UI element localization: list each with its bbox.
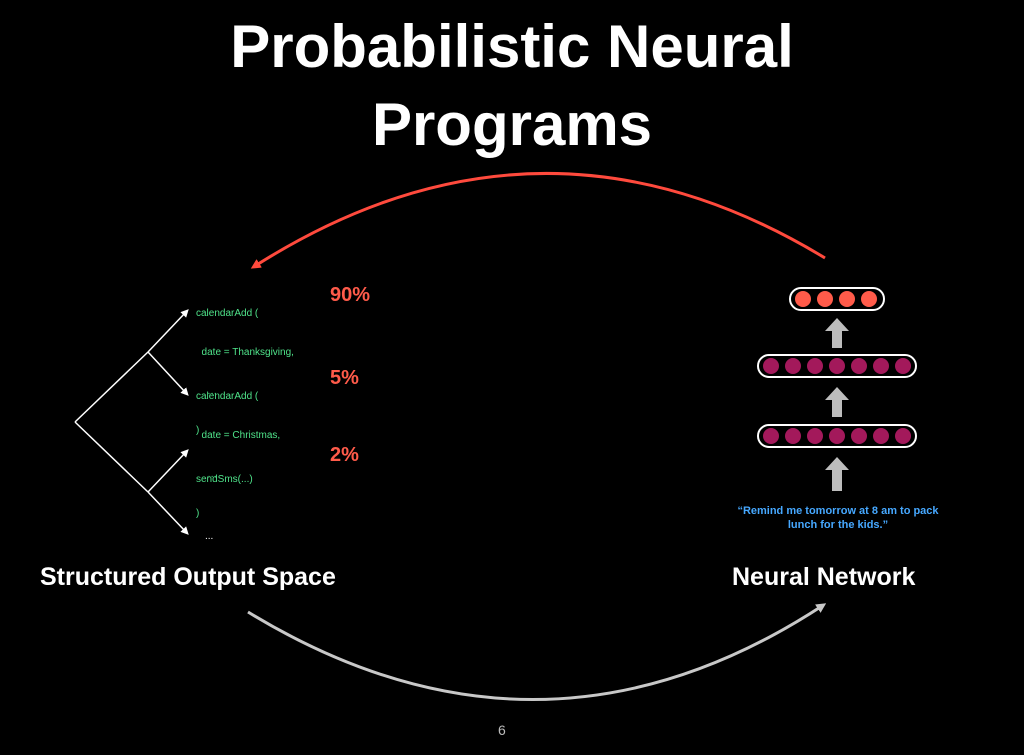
network-label: Neural Network — [732, 563, 916, 591]
up-arrow-icon — [825, 318, 849, 348]
more-candidates-ellipsis: ... — [205, 531, 214, 542]
page-number: 6 — [498, 722, 506, 738]
network-hidden-layer-2 — [757, 354, 917, 378]
candidate-2-code: calendarAdd ( date = Christmas, … ) — [196, 364, 280, 533]
code-line: ) — [196, 425, 200, 436]
title-line-1: Probabilistic Neural — [230, 13, 794, 80]
title-line-2: Programs — [371, 91, 653, 158]
code-line: date = Christmas, — [196, 430, 281, 441]
bottom-arrow — [247, 603, 827, 701]
code-line: calendarAdd ( — [196, 308, 259, 319]
candidate-2-probability: 5% — [330, 367, 359, 389]
input-sentence-line: lunch for the kids.” — [787, 519, 889, 531]
code-line: ) — [196, 508, 200, 519]
network-hidden-layer-1 — [757, 424, 917, 448]
code-line: calendarAdd ( — [196, 391, 259, 402]
input-sentence-line: “Remind me tomorrow at 8 am to pack — [737, 505, 939, 517]
input-sentence: “Remind me tomorrow at 8 am to pack lunc… — [723, 504, 953, 532]
feedback-arrow — [250, 172, 826, 269]
candidate-1-probability: 90% — [330, 284, 371, 306]
code-line: … — [196, 469, 218, 480]
candidate-3-code: sendSms(...) — [196, 447, 253, 499]
up-arrow-icon — [825, 387, 849, 417]
code-line: … — [196, 386, 218, 397]
network-output-layer — [789, 287, 885, 311]
slide-title: Probabilistic Neural Programs — [0, 8, 1024, 164]
candidate-1-code: calendarAdd ( date = Thanksgiving, … ) — [196, 281, 294, 450]
up-arrow-icon — [825, 457, 849, 491]
candidate-3-probability: 2% — [330, 444, 359, 466]
layer-arrows — [825, 318, 849, 491]
output-space-label: Structured Output Space — [40, 563, 336, 591]
output-tree — [74, 309, 189, 535]
code-line: date = Thanksgiving, — [196, 347, 294, 358]
code-line: sendSms(...) — [196, 474, 253, 485]
